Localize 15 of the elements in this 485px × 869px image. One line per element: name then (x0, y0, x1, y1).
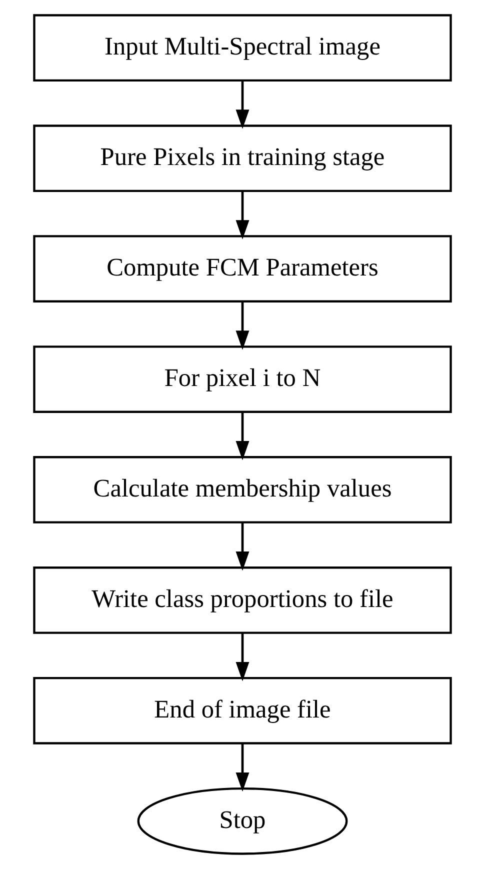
arrow (236, 191, 250, 240)
arrow (236, 743, 250, 792)
node-box: End of image file (33, 676, 452, 744)
node-box: Write class proportions to file (33, 566, 452, 634)
arrow (236, 80, 250, 129)
node-box: For pixel i to N (33, 346, 452, 413)
node-ellipse: Stop (137, 787, 348, 855)
node-box: Pure Pixels in training stage (33, 124, 452, 192)
arrow (236, 412, 250, 460)
arrow (236, 632, 250, 682)
node-box: Calculate membership values (33, 456, 452, 524)
node-box: Compute FCM Parameters (33, 235, 452, 302)
arrow (236, 522, 250, 571)
arrow (236, 302, 250, 350)
node-box: Input Multi-Spectral image (33, 14, 452, 82)
